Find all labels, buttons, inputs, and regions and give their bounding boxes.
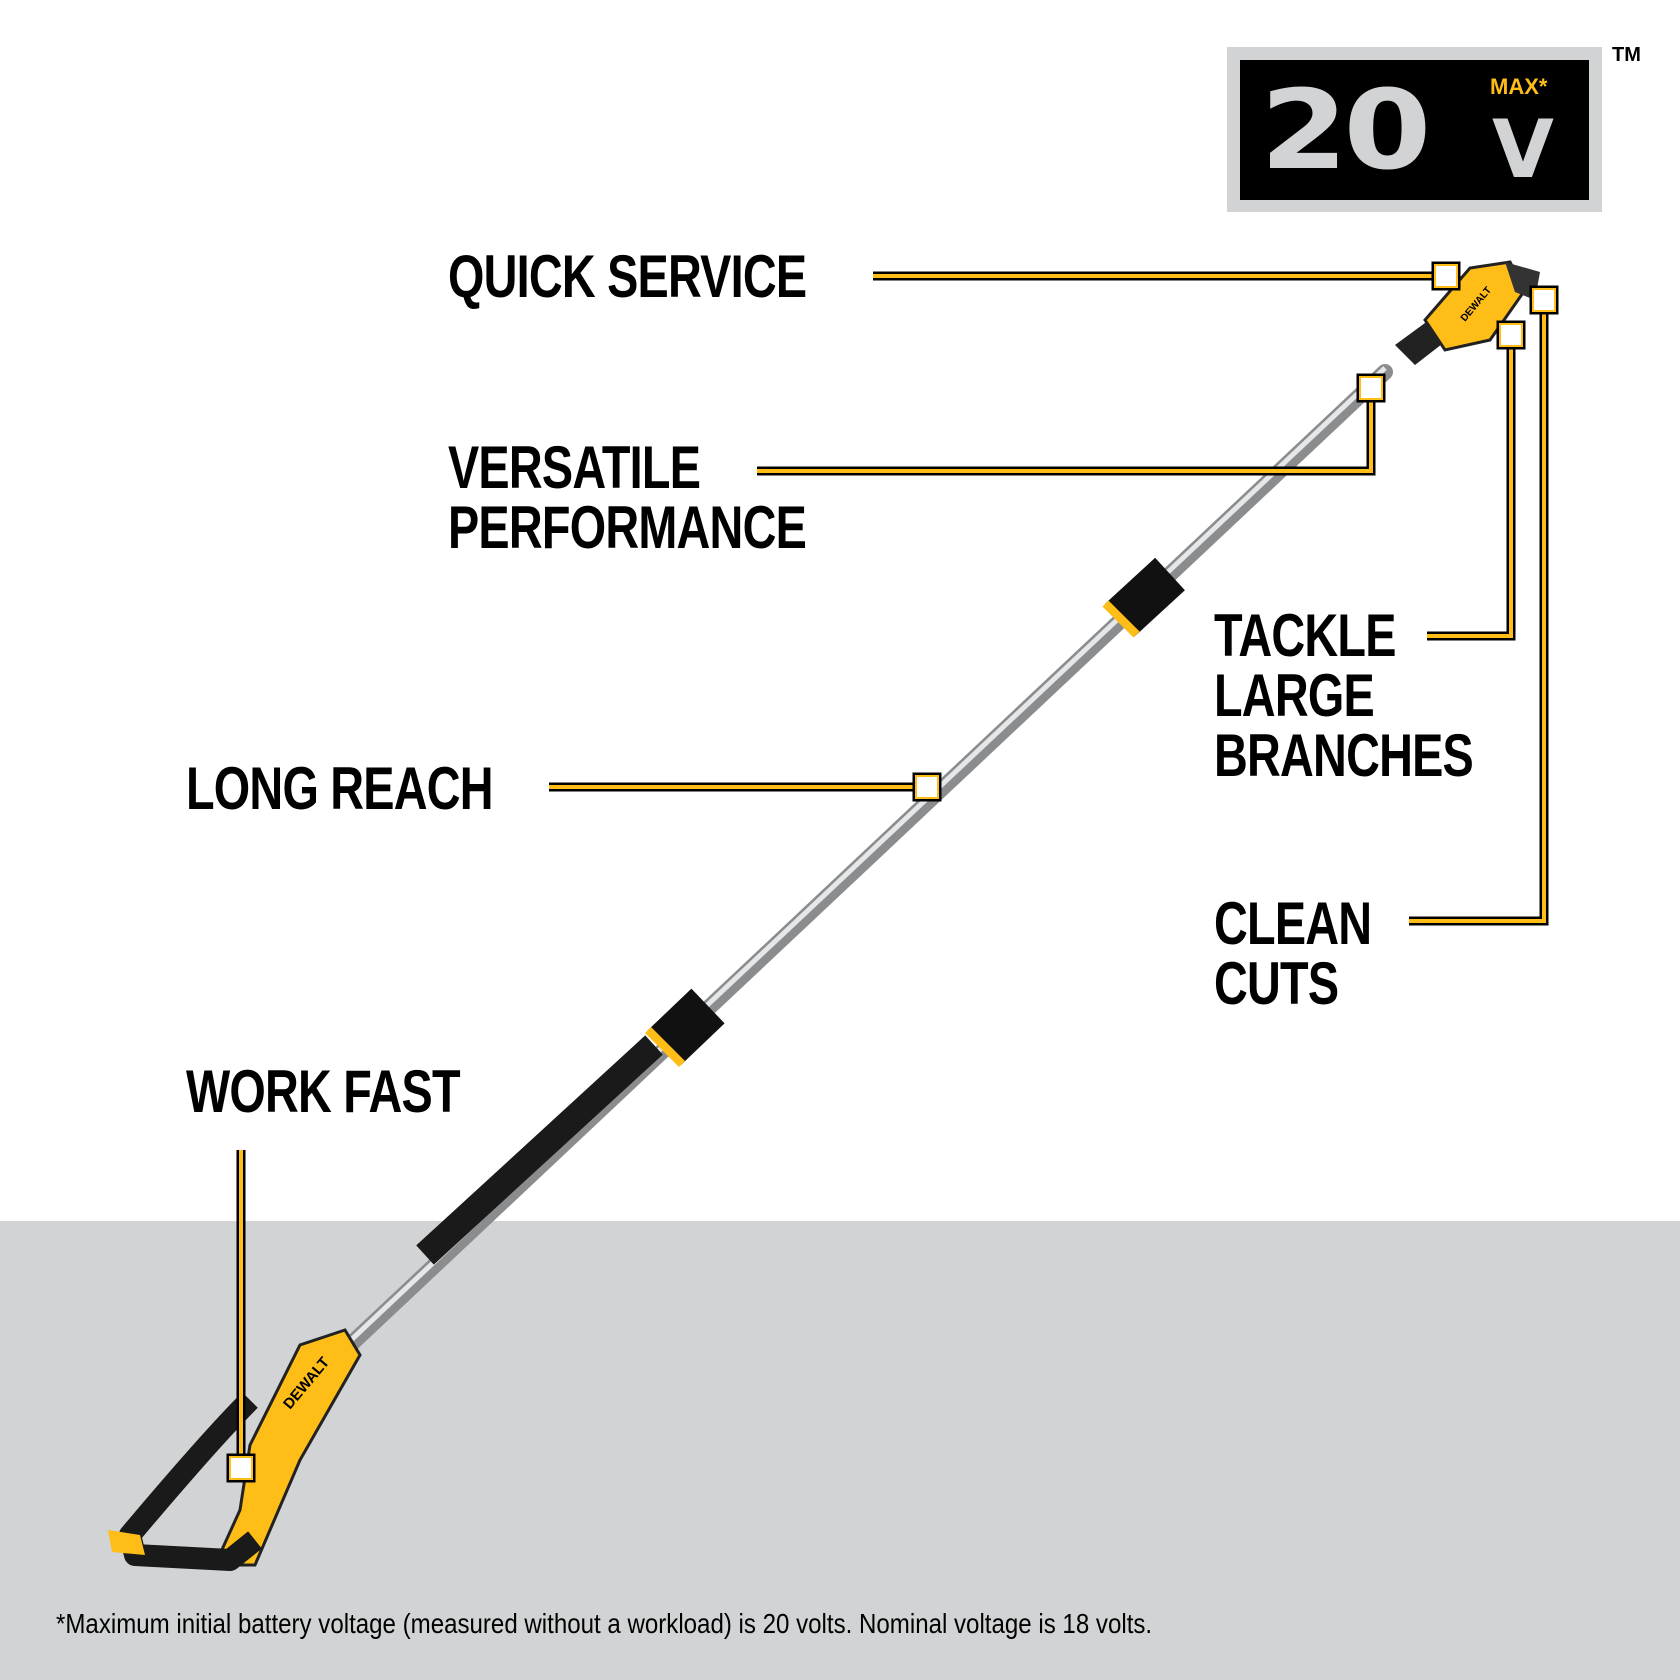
label-versatile-performance: VERSATILE PERFORMANCE [448,434,807,561]
label-line: CUTS [1214,950,1339,1017]
footnote: *Maximum initial battery voltage (measur… [56,1608,1153,1639]
pole-grip-sleeve [416,1035,663,1265]
label-clean-cuts: CLEAN CUTS [1214,890,1372,1017]
label-line: LARGE [1214,662,1375,729]
logo-number: 20 [1260,66,1431,194]
callout-versatile-performance [757,373,1386,476]
logo-panel: 20 MAX* V [1240,60,1589,200]
label-work-fast: WORK FAST [186,1058,461,1125]
label-quick-service: QUICK SERVICE [448,243,807,310]
label-tackle-large-branches: TACKLE LARGE BRANCHES [1214,602,1474,789]
callout-clean-cuts [1409,285,1559,926]
power-handle: DEWALT [108,1328,362,1571]
logo-unit: V [1492,103,1554,196]
trademark: TM [1612,44,1641,66]
label-line: VERSATILE [448,434,701,501]
20v-max-logo: 20 MAX* V [1227,47,1602,212]
label-line: PERFORMANCE [448,494,807,561]
logo-max: MAX* [1490,74,1548,99]
callout-quick-service [873,261,1461,291]
pole-collar [647,988,725,1066]
label-line: CLEAN [1214,890,1372,957]
callout-work-fast [226,1150,256,1483]
pole-collar-ring [1102,600,1140,638]
label-line: TACKLE [1214,602,1396,669]
pole-collar-ring [645,1027,685,1067]
pole-collar [1105,557,1185,637]
callout-long-reach [549,772,942,802]
label-line: BRANCHES [1214,722,1474,789]
callout-tackle-large-branches [1427,320,1526,641]
label-long-reach: LONG REACH [186,755,494,822]
